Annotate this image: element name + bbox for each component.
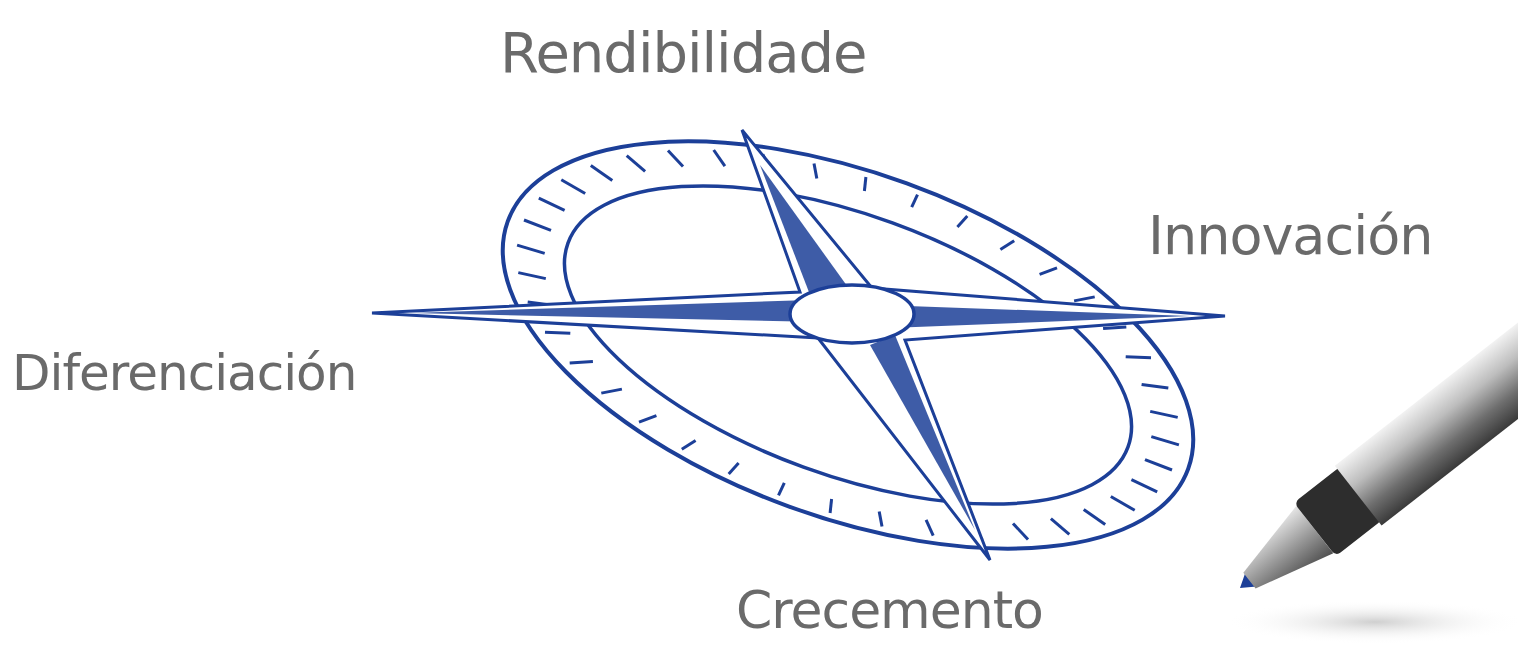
compass-tick — [1051, 519, 1069, 535]
compass-tick — [1145, 460, 1172, 470]
compass-tick — [561, 180, 585, 194]
compass-tick — [714, 150, 725, 166]
compass-star — [372, 130, 1225, 560]
star-shade — [410, 300, 820, 322]
compass-tick — [682, 441, 696, 450]
compass-tick — [864, 177, 866, 191]
compass-tick — [1074, 297, 1095, 301]
star-shade — [880, 305, 1190, 328]
compass-label: Diferenciación — [12, 346, 356, 401]
compass-label: Innovación — [1148, 206, 1432, 265]
compass-tick — [830, 499, 832, 513]
compass-tick — [570, 361, 593, 363]
compass-tick — [601, 389, 622, 393]
compass-tick — [518, 273, 546, 279]
compass-tick — [1131, 480, 1157, 492]
compass-tick — [1103, 327, 1126, 329]
star-shade — [870, 335, 975, 530]
compass-tick — [1151, 437, 1179, 445]
compass-tick — [668, 150, 683, 166]
compass-tick — [779, 483, 785, 496]
compass-tick — [1013, 523, 1028, 539]
compass-label: Rendibilidade — [500, 22, 867, 84]
compass-tick — [1084, 510, 1106, 525]
compass-tick — [926, 520, 933, 536]
compass-tick — [1000, 241, 1014, 250]
compass-tick — [524, 220, 551, 230]
pen-shadow — [1225, 600, 1518, 644]
compass-tick — [1150, 411, 1178, 417]
pen-body — [1335, 281, 1518, 526]
compass-tick — [814, 164, 817, 179]
compass-tick — [1126, 357, 1151, 358]
compass-tick — [591, 165, 613, 180]
compass-tick — [1040, 268, 1057, 275]
compass-tick — [539, 198, 565, 210]
star-shade — [760, 165, 850, 300]
compass-rose — [372, 60, 1247, 631]
compass-label: Crecemento — [736, 582, 1043, 639]
compass-tick — [879, 511, 882, 526]
compass-tick — [545, 332, 570, 333]
compass-tick — [627, 156, 645, 172]
compass-tick — [639, 416, 656, 423]
compass-tick — [1142, 385, 1169, 389]
compass-tick — [957, 216, 967, 227]
compass-hub — [790, 285, 914, 343]
compass-tick — [729, 463, 739, 474]
pen — [1217, 281, 1518, 618]
compass-tick — [912, 195, 918, 208]
compass-tick — [517, 245, 545, 253]
compass-tick — [1111, 497, 1135, 511]
